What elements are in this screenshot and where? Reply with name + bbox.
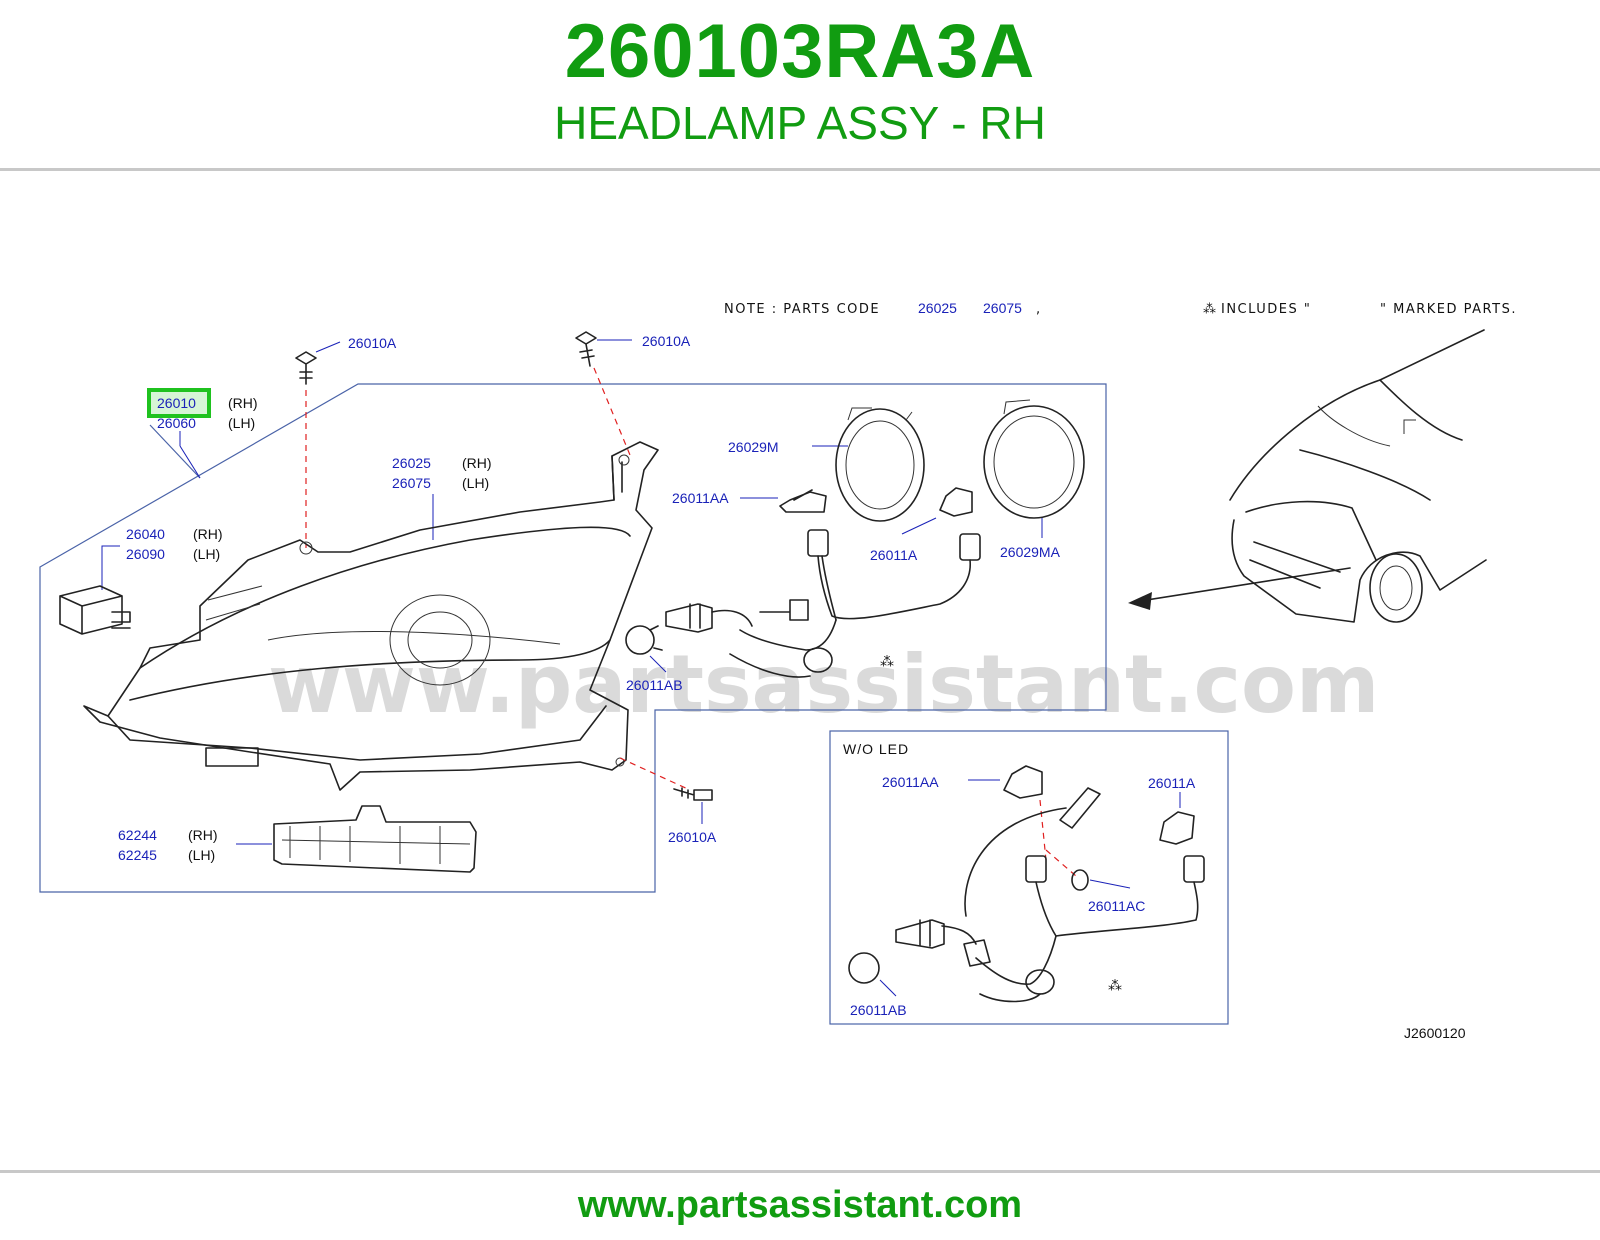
inset-harness-icon — [895, 787, 1205, 1003]
callout-26010A-top[interactable]: 26010A — [642, 333, 691, 349]
bulb-icon-aa — [779, 489, 827, 513]
inset-callout-26011AC[interactable]: 26011AC — [1088, 898, 1145, 914]
lead-26010A-left — [315, 341, 341, 353]
callout-rh-26025: (RH) — [462, 455, 492, 471]
callout-lh-26060: (LH) — [228, 415, 255, 431]
callout-26029MA[interactable]: 26029MA — [1000, 544, 1061, 560]
highlight-box-26010 — [147, 388, 211, 418]
diagram-code: J2600120 — [1404, 1025, 1466, 1041]
callout-26029M[interactable]: 26029M — [728, 439, 779, 455]
callout-26011AB[interactable]: 26011AB — [626, 677, 683, 693]
asterism-icon: ⁂ — [1203, 302, 1218, 317]
callout-lh-62245: (LH) — [188, 847, 215, 863]
note-marked-parts: " MARKED PARTS. — [1380, 302, 1517, 317]
bolt-icon-bottom — [673, 787, 713, 801]
dust-cover-ring-icon-2 — [983, 399, 1085, 519]
footer-divider — [0, 1170, 1600, 1173]
callout-26025[interactable]: 26025 — [392, 455, 431, 471]
inset-lead-26011AB — [879, 979, 897, 997]
note-code-26025[interactable]: 26025 — [918, 300, 957, 316]
part-description: HEADLAMP ASSY - RH — [554, 97, 1046, 149]
callout-rh-26040: (RH) — [193, 526, 223, 542]
asterism-icon-main: ⁂ — [880, 653, 894, 669]
callout-26010[interactable]: 26010 — [157, 395, 196, 411]
watermark-text: www.partsassistant.com — [268, 638, 1379, 731]
vehicle-icon — [1229, 329, 1487, 623]
callout-26090[interactable]: 26090 — [126, 546, 165, 562]
note-comma: , — [1036, 302, 1042, 317]
wiring-harness-icon — [665, 529, 981, 678]
callout-rh-26010: (RH) — [228, 395, 258, 411]
frame-leader — [149, 424, 201, 479]
pointer-arrow-line — [1133, 567, 1351, 603]
lead-26011A — [901, 517, 937, 535]
callout-62244[interactable]: 62244 — [118, 827, 157, 843]
main-frame — [39, 383, 1107, 893]
part-number-title: 260103RA3A — [564, 9, 1036, 94]
callout-26011A[interactable]: 26011A — [870, 547, 918, 563]
bolt-icon-top — [575, 331, 597, 367]
callout-62245[interactable]: 62245 — [118, 847, 157, 863]
inset-bulb-icon-a — [1159, 811, 1195, 845]
callout-26011AA[interactable]: 26011AA — [672, 490, 729, 506]
inset-callout-26011AB[interactable]: 26011AB — [850, 1002, 907, 1018]
guide-line-bottom — [619, 757, 691, 791]
bracket-icon — [273, 805, 477, 873]
inset-frame — [829, 730, 1229, 1025]
headlamp-assembly-icon — [83, 441, 659, 791]
actuator-icon — [59, 585, 131, 635]
asterism-icon-inset: ⁂ — [1108, 977, 1122, 993]
inset-guide-line-2 — [1045, 849, 1077, 877]
callout-26010A-bottom[interactable]: 26010A — [668, 829, 717, 845]
inset-side-bulb-icon — [848, 952, 880, 984]
callout-26040[interactable]: 26040 — [126, 526, 165, 542]
callout-lh-26090: (LH) — [193, 546, 220, 562]
parts-note: NOTE : PARTS CODE 26025 26075 , ⁂ INCLUD… — [724, 300, 1517, 317]
bolt-icon — [295, 351, 317, 385]
bulb-icon-a — [939, 487, 973, 517]
note-includes: INCLUDES " — [1221, 302, 1311, 317]
inset-bulb-icon-aa — [1003, 765, 1043, 799]
inset-callout-26011AA[interactable]: 26011AA — [882, 774, 939, 790]
dust-cover-ring-icon — [835, 407, 925, 522]
footer-url[interactable]: www.partsassistant.com — [577, 1184, 1023, 1226]
lead-26011AB — [649, 655, 667, 673]
lead-26010-b — [179, 445, 201, 479]
side-bulb-icon — [625, 625, 663, 655]
note-code-26075[interactable]: 26075 — [983, 300, 1022, 316]
callout-lh-26075: (LH) — [462, 475, 489, 491]
lead-26040 — [101, 545, 120, 590]
inset-title: W/O LED — [843, 741, 909, 757]
inset-lead-26011AC — [1089, 879, 1131, 889]
note-prefix: NOTE : PARTS CODE — [724, 302, 880, 317]
inset-callout-26011A[interactable]: 26011A — [1148, 775, 1196, 791]
pointer-arrow-head-icon — [1128, 592, 1152, 610]
header-divider — [0, 168, 1600, 171]
callout-26075[interactable]: 26075 — [392, 475, 431, 491]
guide-line-top — [593, 367, 631, 456]
callout-rh-62244: (RH) — [188, 827, 218, 843]
callout-26060[interactable]: 26060 — [157, 415, 196, 431]
callout-26010A-left[interactable]: 26010A — [348, 335, 397, 351]
inset-guide-line — [1039, 799, 1047, 861]
inset-small-bulb-icon — [1071, 869, 1089, 891]
page-header: 260103RA3A HEADLAMP ASSY - RH — [0, 0, 1600, 170]
